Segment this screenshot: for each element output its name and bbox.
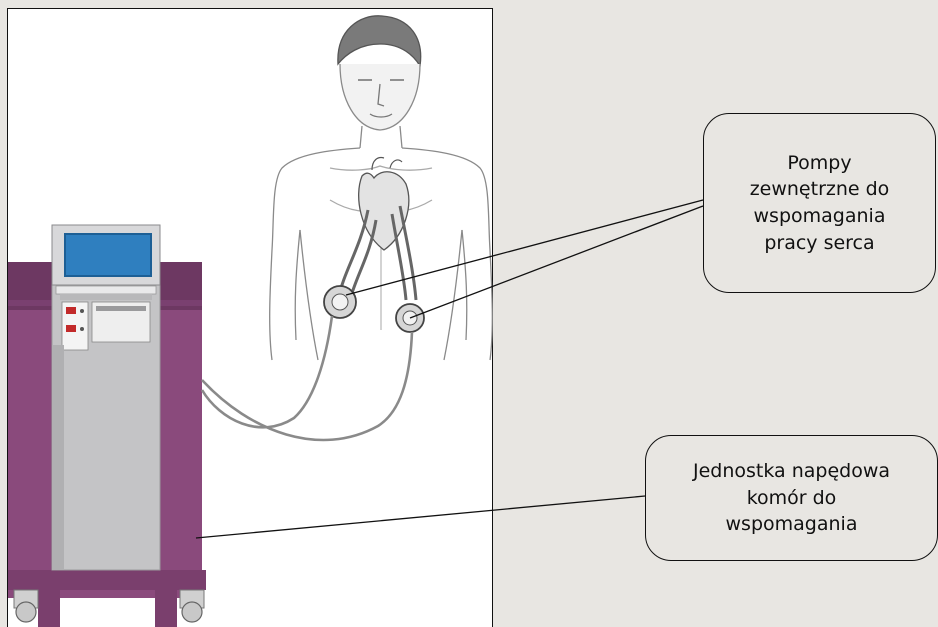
callout-external-pumps: Pompy zewnętrzne do wspomagania pracy se… <box>703 113 936 293</box>
caster-left <box>14 590 38 622</box>
console-screen <box>65 234 151 276</box>
callout-drive-unit: Jednostka napędowa komór do wspomagania <box>645 435 938 561</box>
drive-console <box>8 225 206 627</box>
caster-right <box>180 590 204 622</box>
heart-and-cannulas <box>202 158 424 441</box>
leader-line-drive <box>196 496 645 538</box>
leader-line-pump-right <box>410 206 703 318</box>
